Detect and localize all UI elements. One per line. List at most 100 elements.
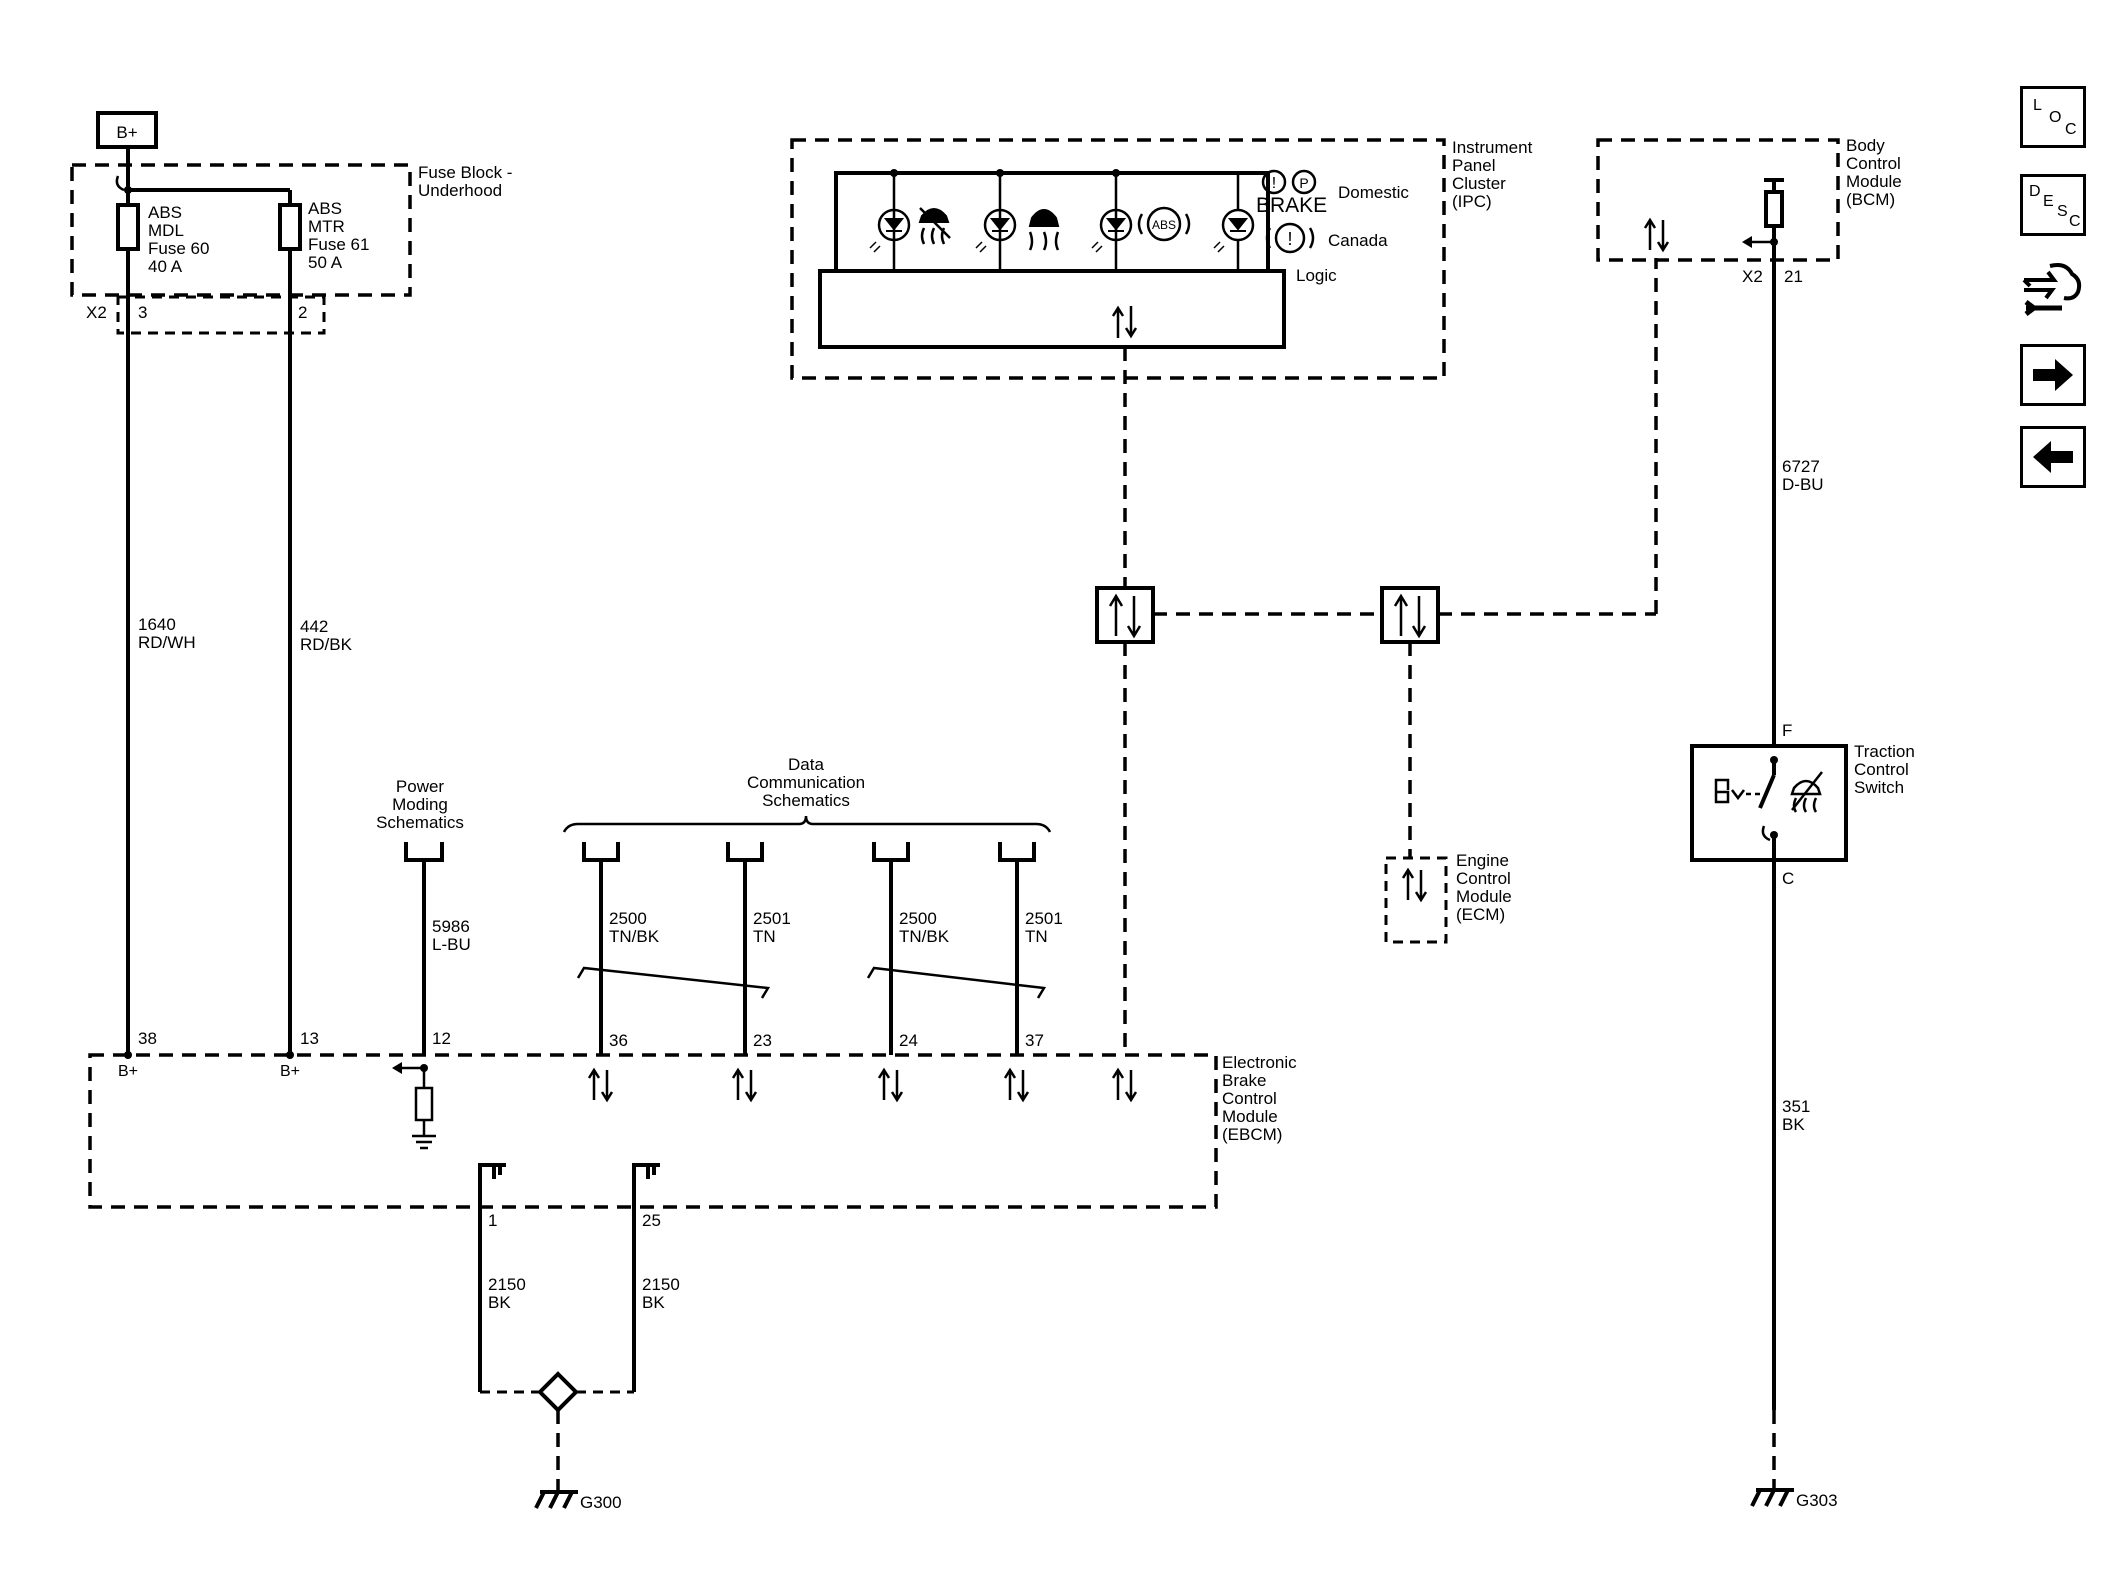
wrench-connector-icon <box>2022 263 2082 316</box>
twisted-pair-marker-1 <box>576 966 771 999</box>
ebcm-pin-24: 24 <box>899 1031 918 1050</box>
fuse-connector-x2: X2 <box>86 303 107 322</box>
arrow-right-icon <box>2033 359 2073 391</box>
description-button[interactable]: D E S C <box>2020 174 2086 236</box>
ipc-outline <box>790 138 1446 380</box>
loc-letter-o: O <box>2049 109 2062 126</box>
battery-power-label: B+ <box>116 123 137 142</box>
fuse-61 <box>278 203 302 251</box>
switch-contact <box>1758 774 1776 809</box>
ebcm-pin-23: 23 <box>753 1031 772 1050</box>
ipc-domestic-label: Domestic <box>1338 183 1409 202</box>
ebcm-internal-ground-icon <box>412 1134 436 1150</box>
next-page-button[interactable] <box>2020 344 2086 406</box>
ipc-logic-label: Logic <box>1296 266 1337 285</box>
ipc-indicator-lamps <box>869 169 1255 271</box>
arrow-left-icon <box>2033 441 2073 473</box>
ebcm-pin-38: 38 <box>138 1029 157 1048</box>
ebcm-pin-37: 37 <box>1025 1031 1044 1050</box>
fuse-block-connector-x2 <box>116 295 326 335</box>
ebcm-outline <box>88 1053 1218 1209</box>
ebcm-pin-13: 13 <box>300 1029 319 1048</box>
switch-pin-c: C <box>1782 869 1794 888</box>
ground-g303-icon <box>1750 1488 1794 1507</box>
ground-g300-label: G300 <box>580 1493 622 1512</box>
location-button[interactable]: L O C <box>2020 86 2086 148</box>
data-comm-brace <box>562 815 1052 833</box>
fuse-block-outline <box>70 163 412 297</box>
diagnostic-tools-button[interactable] <box>2020 256 2086 322</box>
ebcm-ground-terminal-1 <box>478 1163 506 1185</box>
svg-text:!: ! <box>1287 229 1292 249</box>
ground-g300-icon <box>534 1490 578 1509</box>
svg-text:ABS: ABS <box>1152 218 1176 232</box>
ebcm-data-arrows <box>587 1067 1138 1103</box>
ipc-canada-label: Canada <box>1328 231 1388 250</box>
bcm-pin-21: 21 <box>1784 267 1803 286</box>
desc-letter-e: E <box>2043 193 2054 210</box>
abs-warning-icon: ABS <box>1137 206 1191 242</box>
desc-letter-c: C <box>2069 213 2081 230</box>
ebcm-bplus-1: B+ <box>118 1063 138 1080</box>
fuse-pin-3: 3 <box>138 303 147 322</box>
traction-off-icon <box>918 207 951 245</box>
svg-text:P: P <box>1299 175 1308 191</box>
traction-off-switch-icon <box>1790 771 1823 813</box>
data-comm-connectors <box>582 842 1036 862</box>
loc-letter-l: L <box>2033 97 2042 114</box>
brake-warning-label: BRAKE <box>1256 194 1327 217</box>
brake-warning-icon-canada: ! <box>1265 222 1315 254</box>
brake-warning-icon-domestic: ! P <box>1261 169 1317 195</box>
loc-letter-c: C <box>2065 121 2077 138</box>
switch-pin-f: F <box>1782 721 1792 740</box>
fuse-block-title: Fuse Block -Underhood <box>418 163 512 200</box>
serial-data-splice-1 <box>1095 586 1155 644</box>
desc-letter-s: S <box>2057 203 2068 220</box>
twisted-pair-marker-2 <box>866 966 1047 999</box>
bcm-connector-x2: X2 <box>1742 267 1763 286</box>
ground-splice-icon <box>537 1371 579 1413</box>
serial-data-splice-2 <box>1380 586 1440 644</box>
ebcm-ground-terminal-25 <box>632 1163 660 1185</box>
ipc-logic-block <box>818 269 1286 349</box>
ebcm-ground-pin-1: 1 <box>488 1211 497 1230</box>
fuse-pin-2: 2 <box>298 303 307 322</box>
previous-page-button[interactable] <box>2020 426 2086 488</box>
ebcm-pin-12: 12 <box>432 1029 451 1048</box>
ebcm-ground-pin-25: 25 <box>642 1211 661 1230</box>
svg-text:!: ! <box>1272 175 1276 192</box>
stabilitrak-icon <box>1028 209 1060 251</box>
ebcm-bplus-2: B+ <box>280 1063 300 1080</box>
ipc-data-arrows <box>1111 305 1138 339</box>
ground-g303-label: G303 <box>1796 1491 1838 1510</box>
fuse-60 <box>116 203 140 251</box>
ebcm-pin-36: 36 <box>609 1031 628 1050</box>
